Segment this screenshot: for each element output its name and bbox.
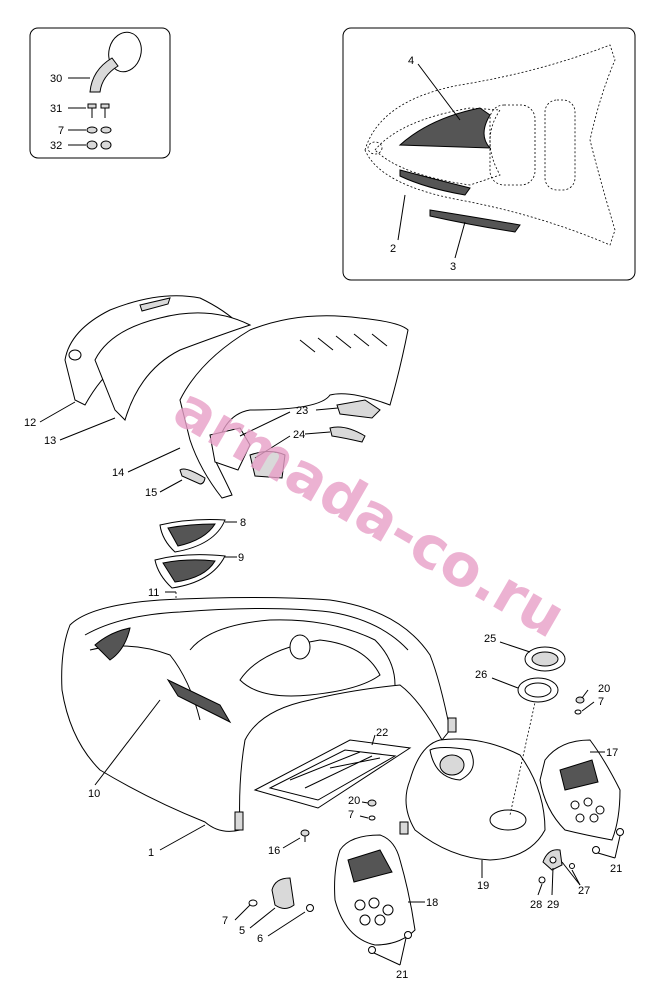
- callout-13: 13: [44, 435, 56, 447]
- callout-31: 31: [50, 103, 62, 115]
- callout-7: 7: [348, 809, 354, 821]
- side-panel-part-18: [334, 834, 416, 946]
- washer-part-7: [86, 126, 112, 134]
- screw-part-31: [87, 103, 110, 118]
- screw-part-16: [300, 829, 310, 842]
- callout-15: 15: [145, 487, 157, 499]
- mesh-part-4: [398, 107, 492, 149]
- callout-9: 9: [238, 552, 244, 564]
- screw-part-20-mid: [367, 799, 377, 821]
- callout-2: 2: [390, 243, 396, 255]
- callout-3: 3: [450, 261, 456, 273]
- callout-20: 20: [598, 683, 610, 695]
- screw-part-27: [569, 863, 575, 869]
- callout-11: 11: [148, 587, 159, 599]
- trim-part-23b: [209, 427, 286, 479]
- callout-8: 8: [240, 517, 246, 529]
- callout-12: 12: [24, 417, 36, 429]
- callout-10: 10: [88, 788, 100, 800]
- inset-overview: 4 2 3: [342, 27, 636, 281]
- cap-part-21-right: [592, 828, 624, 854]
- screw-part-20-right: [574, 696, 585, 715]
- callout-29: 29: [547, 899, 559, 911]
- callout-14: 14: [112, 467, 124, 479]
- callout-19: 19: [477, 880, 489, 892]
- callout-30: 30: [50, 73, 62, 85]
- callout-22: 22: [376, 727, 388, 739]
- callout-17: 17: [606, 747, 618, 759]
- callout-5: 5: [239, 925, 245, 937]
- callout-21: 21: [396, 969, 408, 981]
- tray-part-22: [253, 739, 412, 809]
- callout-1: 1: [148, 847, 154, 859]
- callout-7: 7: [598, 696, 604, 708]
- screw-part-6: [306, 904, 314, 912]
- bracket-part-23: [336, 399, 381, 419]
- inset-hardware: 30 31 7 32: [29, 27, 171, 159]
- nut-part-32: [86, 140, 112, 150]
- mesh-part-3: [429, 209, 521, 233]
- handle-part-15: [179, 468, 206, 485]
- callout-18: 18: [426, 897, 438, 909]
- ring-part-25: [524, 646, 566, 672]
- callout-23: 23: [296, 405, 308, 417]
- callout-26: 26: [475, 669, 487, 681]
- callout-28: 28: [530, 899, 542, 911]
- callout-4: 4: [408, 55, 414, 67]
- callout-7: 7: [222, 915, 228, 927]
- callout-6: 6: [257, 933, 263, 945]
- body-part-1: [61, 597, 457, 832]
- console-part-19: [399, 738, 546, 861]
- screw-part-28: [538, 876, 546, 884]
- callout-16: 16: [268, 845, 280, 857]
- bracket-part-24: [329, 426, 366, 443]
- liner-part-14: [179, 315, 409, 499]
- cover-part-13: [94, 312, 252, 421]
- cap-part-21-bottom: [368, 931, 412, 954]
- callout-20: 20: [348, 795, 360, 807]
- callout-7: 7: [58, 125, 64, 137]
- callout-32: 32: [50, 140, 62, 152]
- vent-part-9: [154, 554, 226, 589]
- gasket-part-26: [517, 677, 559, 703]
- washer-part-7-bottom: [248, 899, 258, 907]
- mesh-part-2: [399, 169, 471, 196]
- side-panel-part-17: [539, 739, 621, 841]
- vent-part-8: [159, 519, 226, 553]
- callout-21: 21: [610, 863, 622, 875]
- callout-24: 24: [293, 429, 305, 441]
- bracket-part-29: [542, 849, 563, 871]
- mirror-part-30: [89, 31, 142, 93]
- clip-part-5: [271, 877, 295, 909]
- callout-25: 25: [484, 633, 496, 645]
- callout-27: 27: [578, 885, 590, 897]
